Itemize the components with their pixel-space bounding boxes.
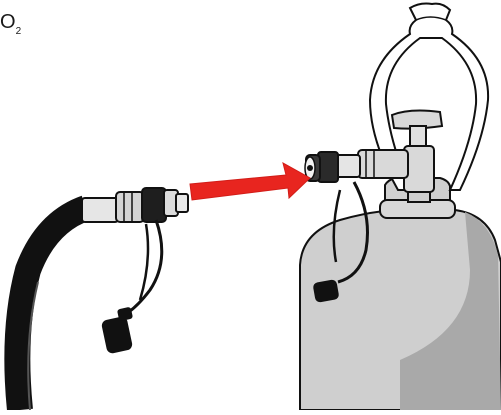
gas-label: O2 [0,11,21,37]
regulator-valve-icon [357,109,444,203]
connection-arrow-icon [189,162,311,201]
hose-plug-icon [81,187,189,354]
oxygen-cylinder-icon [299,2,501,411]
gas-label-subscript: 2 [15,26,22,37]
quick-connect-coupler-icon [304,151,369,303]
gas-label-main: O [0,11,16,33]
hose-icon [4,195,91,412]
